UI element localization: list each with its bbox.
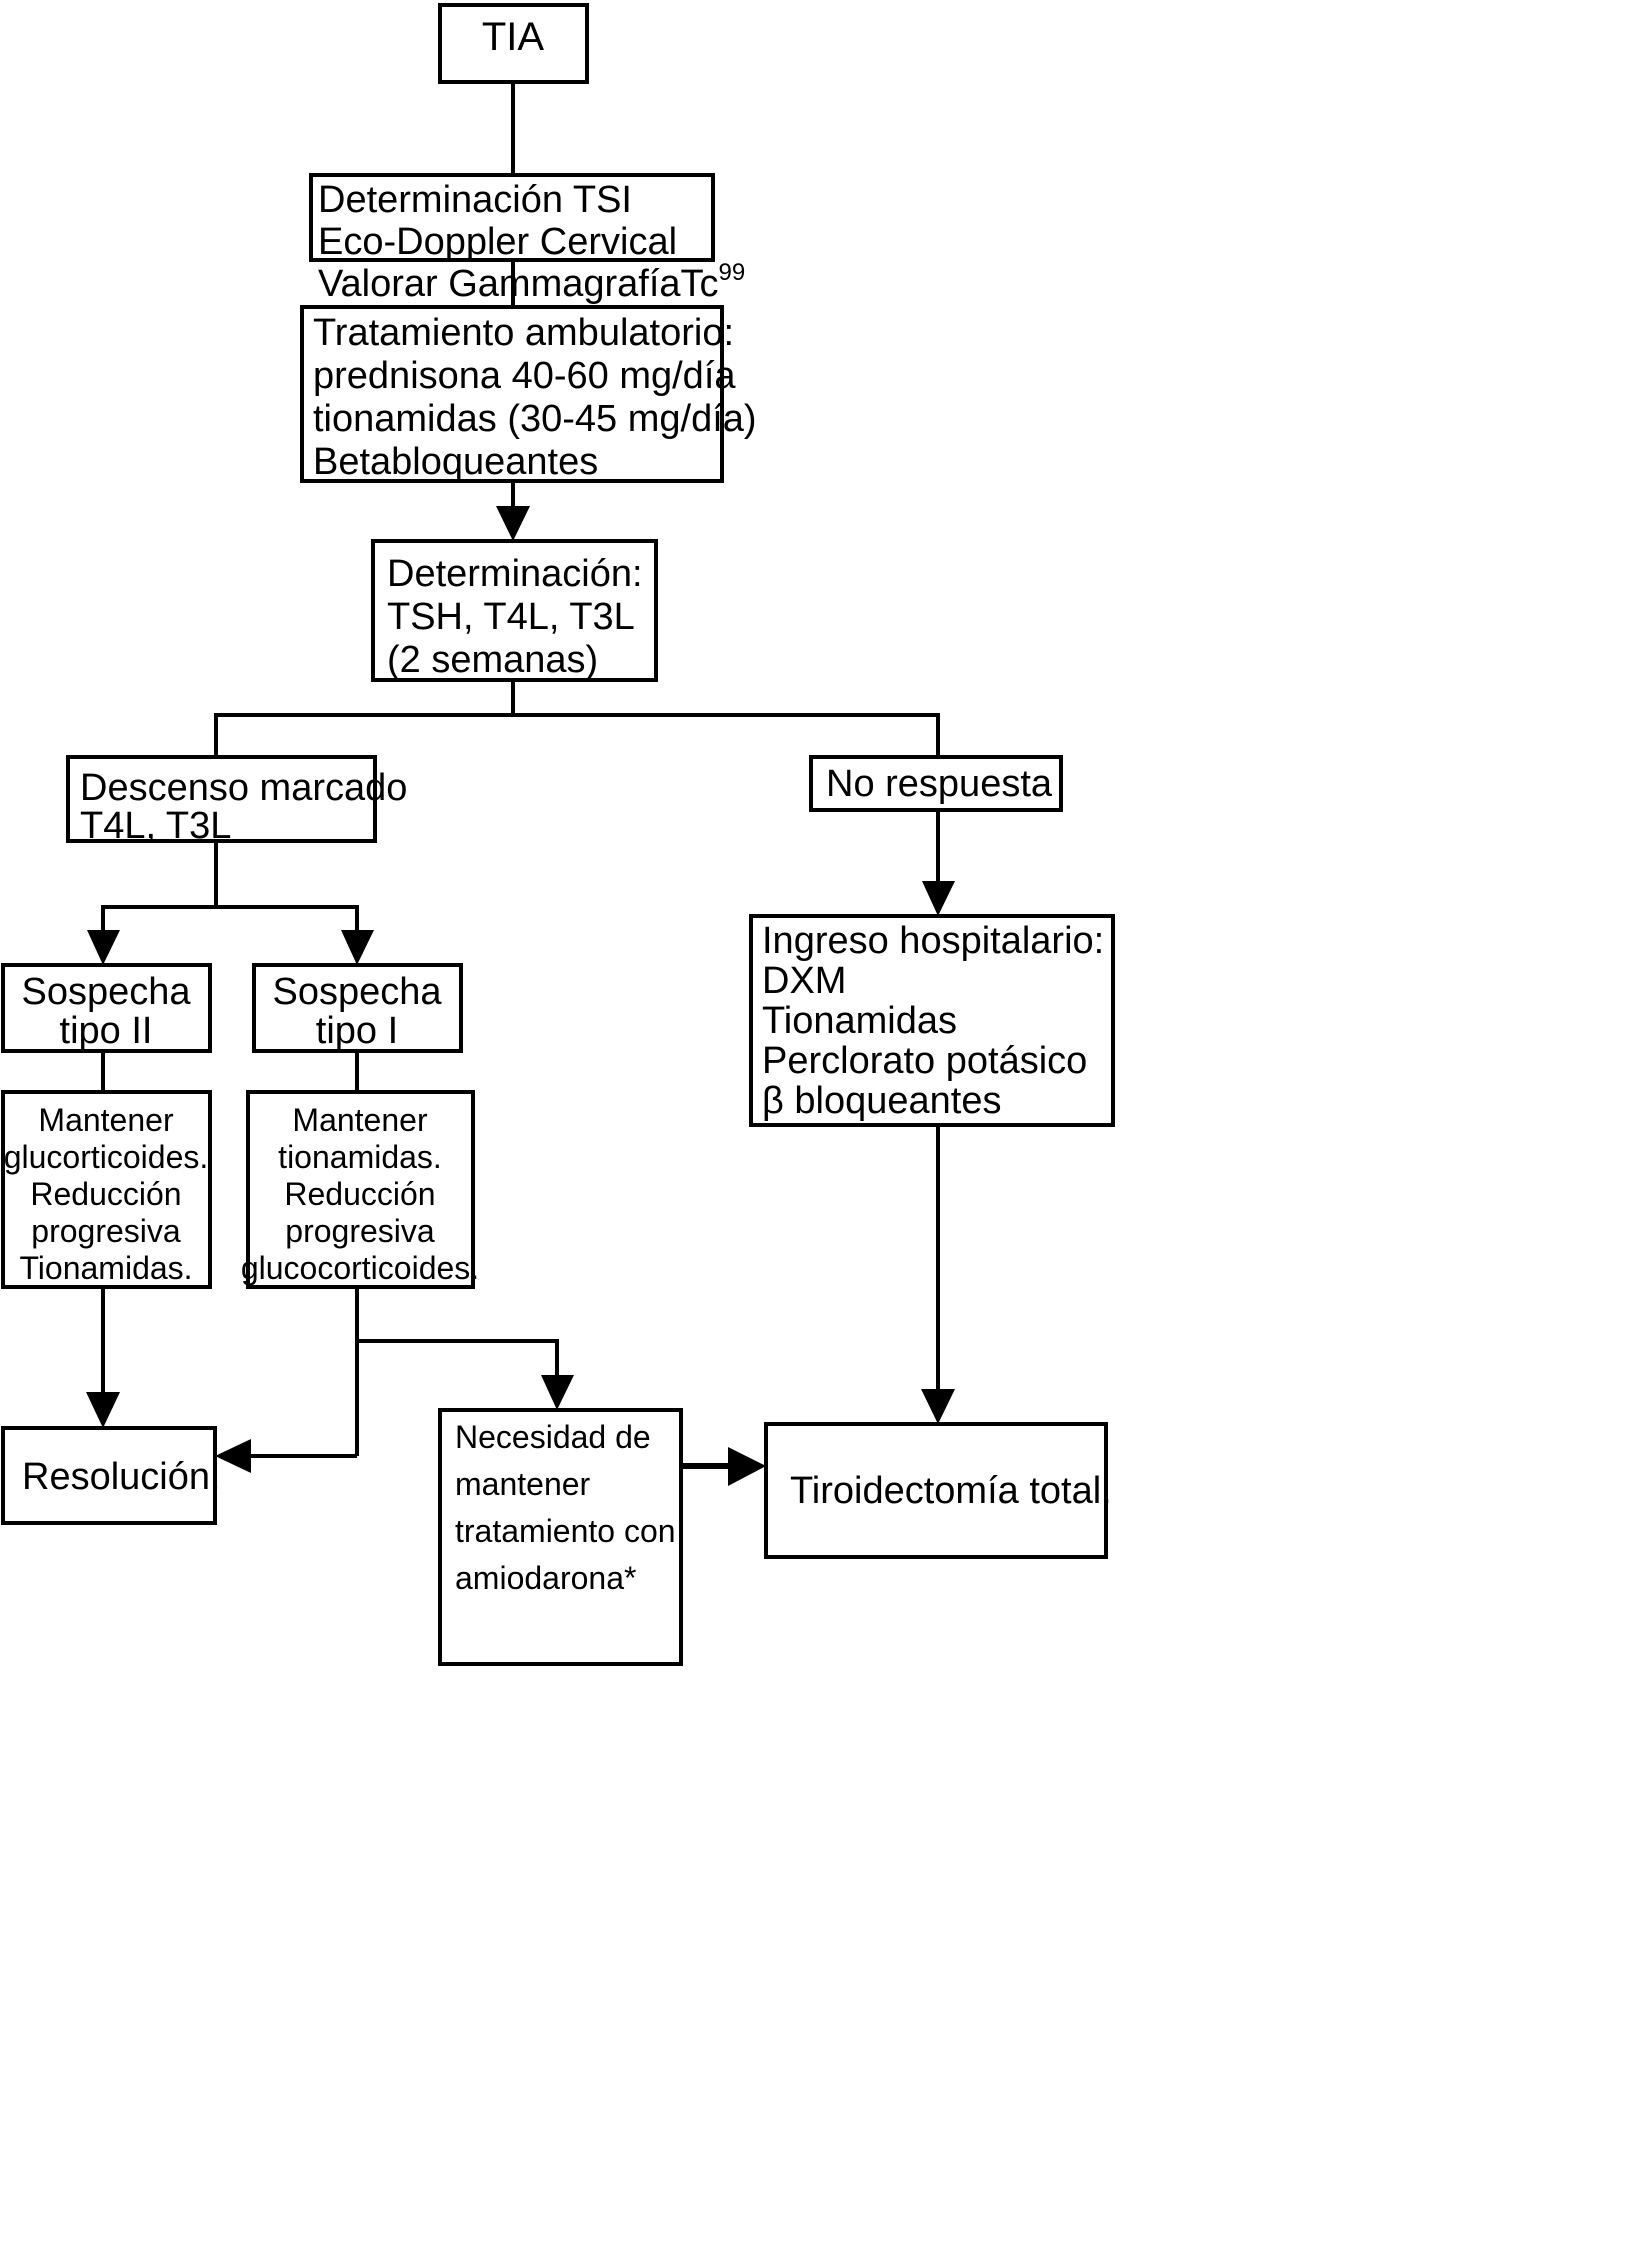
arrowhead-tiroidectomia-left xyxy=(728,1447,766,1486)
node-tiroidectomia-box[interactable] xyxy=(764,1422,1108,1559)
node-tia-line-0: TIA xyxy=(482,15,545,59)
node-no-respuesta-box[interactable] xyxy=(809,755,1063,812)
arrowhead-sospecha-i xyxy=(341,930,374,965)
node-sospecha-tipo-i-line-1: tipo I xyxy=(316,1010,398,1052)
node-sospecha-tipo-i-line-0: Sospecha xyxy=(272,971,442,1013)
node-no-respuesta[interactable]: No respuesta xyxy=(809,755,1063,812)
node-ingreso-hospitalario[interactable]: Ingreso hospitalario: DXM Tionamidas Per… xyxy=(749,914,1115,1127)
node-tiroidectomia[interactable]: Tiroidectomía total. xyxy=(764,1422,1112,1559)
node-tiroidectomia-line-0: Tiroidectomía total. xyxy=(790,1470,1112,1512)
node-determinacion-hormonas-box[interactable] xyxy=(371,539,658,682)
node-mantener-tionamidas[interactable]: Mantener tionamidas. Reducción progresiv… xyxy=(241,1090,479,1289)
node-descenso-marcado-box[interactable] xyxy=(66,755,377,843)
node-mantener-gluco-line-0: Mantener xyxy=(38,1102,174,1138)
node-mantener-gluco-line-1: glucorticoides. xyxy=(4,1139,209,1175)
node-sospecha-tipo-ii[interactable]: Sospecha tipo II xyxy=(1,963,212,1053)
node-ingreso-line-3: Perclorato potásico xyxy=(762,1040,1087,1082)
node-mantener-glucocorticoides-box[interactable] xyxy=(1,1090,212,1289)
node-necesidad-line-0: Necesidad de xyxy=(455,1419,651,1455)
arrowhead-sospecha-ii xyxy=(87,930,120,965)
node-sospecha-tipo-ii-line-1: tipo II xyxy=(60,1010,153,1052)
node-tratamiento-line-1: prednisona 40-60 mg/día xyxy=(313,355,736,397)
node-no-respuesta-line-0: No respuesta xyxy=(826,763,1053,805)
node-determinacion-tsi-line-2-text: Valorar GammagrafíaTc xyxy=(318,263,719,305)
node-determinacion-hormonas[interactable]: Determinación: TSH, T4L, T3L (2 semanas) xyxy=(371,539,658,682)
edge-determinacion-hormonas-to-descenso xyxy=(214,680,515,757)
node-tratamiento-line-2: tionamidas (30-45 mg/día) xyxy=(313,398,757,440)
node-tia[interactable]: TIA xyxy=(438,3,589,84)
edge-layer xyxy=(86,82,955,1486)
arrowhead-resolucion-right xyxy=(215,1439,251,1473)
node-sospecha-tipo-ii-box[interactable] xyxy=(1,963,212,1053)
edge-descenso-to-sospecha-ii xyxy=(101,841,218,945)
node-mantener-gluco-line-3: progresiva xyxy=(31,1213,181,1249)
node-necesidad-line-3: amiodarona* xyxy=(455,1560,636,1596)
node-resolucion-line-0: Resolución. xyxy=(22,1456,221,1498)
edge-determinacion-hormonas-to-no-respuesta xyxy=(513,713,940,757)
node-ingreso-line-2: Tionamidas xyxy=(762,1000,957,1042)
node-mantener-gluco-line-4: Tionamidas. xyxy=(19,1250,192,1286)
node-necesidad-line-1: mantener xyxy=(455,1466,591,1502)
node-mantener-tiona-line-3: progresiva xyxy=(285,1213,435,1249)
node-determinacion-hormonas-line-1: TSH, T4L, T3L xyxy=(387,596,635,638)
arrowhead-resolucion-left xyxy=(86,1392,120,1428)
node-mantener-tiona-line-0: Mantener xyxy=(292,1102,428,1138)
node-mantener-tiona-line-2: Reducción xyxy=(284,1176,435,1212)
arrowhead-determinacion-hormonas xyxy=(496,506,530,541)
node-tratamiento-line-3: Betabloqueantes xyxy=(313,441,598,483)
node-resolucion[interactable]: Resolución. xyxy=(1,1426,221,1525)
node-determinacion-tsi-line-2: Valorar GammagrafíaTc99 xyxy=(318,259,745,305)
node-resolucion-box[interactable] xyxy=(1,1426,217,1525)
node-sospecha-tipo-ii-line-0: Sospecha xyxy=(21,971,191,1013)
node-tia-box[interactable] xyxy=(438,3,589,84)
node-determinacion-tsi-line-0: Determinación TSI xyxy=(318,179,632,221)
node-ingreso-line-0: Ingreso hospitalario: xyxy=(762,920,1104,962)
node-determinacion-hormonas-line-0: Determinación: xyxy=(387,553,643,595)
node-necesidad-amiodarona[interactable]: Necesidad de mantener tratamiento con am… xyxy=(438,1408,683,1666)
node-ingreso-line-4: β bloqueantes xyxy=(762,1080,1002,1122)
node-determinacion-tsi-superscript: 99 xyxy=(719,259,746,286)
node-determinacion-tsi-line-1: Eco-Doppler Cervical xyxy=(318,221,677,263)
node-descenso-marcado-line-0: Descenso marcado xyxy=(80,767,407,809)
node-mantener-tiona-line-4: glucocorticoides. xyxy=(241,1250,479,1286)
node-mantener-tiona-line-1: tionamidas. xyxy=(278,1139,442,1175)
node-necesidad-amiodarona-box[interactable] xyxy=(438,1408,683,1666)
node-tratamiento-ambulatorio-box[interactable] xyxy=(300,305,724,483)
node-sospecha-tipo-i[interactable]: Sospecha tipo I xyxy=(252,963,463,1053)
node-mantener-gluco-line-2: Reducción xyxy=(30,1176,181,1212)
node-determinacion-tsi-box[interactable] xyxy=(309,173,715,262)
node-descenso-marcado-line-1: T4L, T3L xyxy=(80,805,231,847)
node-determinacion-tsi[interactable]: Determinación TSI Eco-Doppler Cervical V… xyxy=(309,173,745,305)
arrowhead-ingreso xyxy=(922,881,955,916)
node-sospecha-tipo-i-box[interactable] xyxy=(252,963,463,1053)
arrowhead-necesidad xyxy=(541,1375,574,1410)
node-descenso-marcado[interactable]: Descenso marcado T4L, T3L xyxy=(66,755,407,847)
edge-mantener-tiona-to-necesidad xyxy=(357,1339,559,1388)
node-mantener-tionamidas-box[interactable] xyxy=(246,1090,475,1289)
node-tratamiento-ambulatorio[interactable]: Tratamiento ambulatorio: prednisona 40-6… xyxy=(300,305,757,483)
arrowhead-tiroidectomia-top xyxy=(921,1389,955,1424)
node-ingreso-line-1: DXM xyxy=(762,960,846,1002)
node-necesidad-line-2: tratamiento con xyxy=(455,1513,676,1549)
node-tratamiento-line-0: Tratamiento ambulatorio: xyxy=(313,312,734,354)
node-ingreso-hospitalario-box[interactable] xyxy=(749,914,1115,1127)
node-determinacion-hormonas-line-2: (2 semanas) xyxy=(387,639,598,681)
node-mantener-glucocorticoides[interactable]: Mantener glucorticoides. Reducción progr… xyxy=(1,1090,212,1289)
